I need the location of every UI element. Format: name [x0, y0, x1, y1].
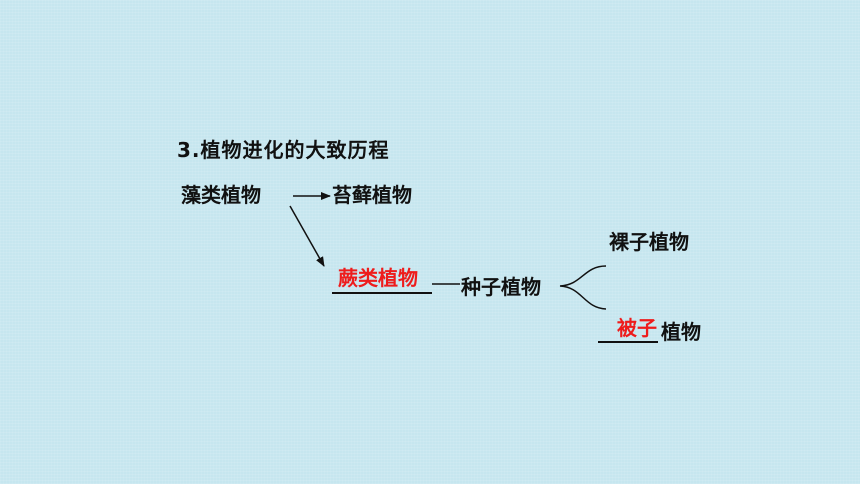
node-seed: 种子植物 — [461, 275, 541, 299]
blank-fern — [332, 292, 432, 294]
arrow-algae-to-fern — [289, 205, 325, 267]
node-angiosperm-suffix: 植物 — [661, 320, 701, 344]
answer-angiosperm: 被子 — [617, 316, 657, 340]
node-gymnosperm: 裸子植物 — [609, 230, 689, 254]
heading: 3.植物进化的大致历程 — [177, 138, 390, 162]
blank-angiosperm — [598, 341, 658, 343]
answer-fern: 蕨类植物 — [338, 266, 418, 290]
brace-seed-branches — [559, 265, 607, 310]
node-algae: 藻类植物 — [181, 183, 261, 207]
node-moss: 苔藓植物 — [332, 183, 412, 207]
